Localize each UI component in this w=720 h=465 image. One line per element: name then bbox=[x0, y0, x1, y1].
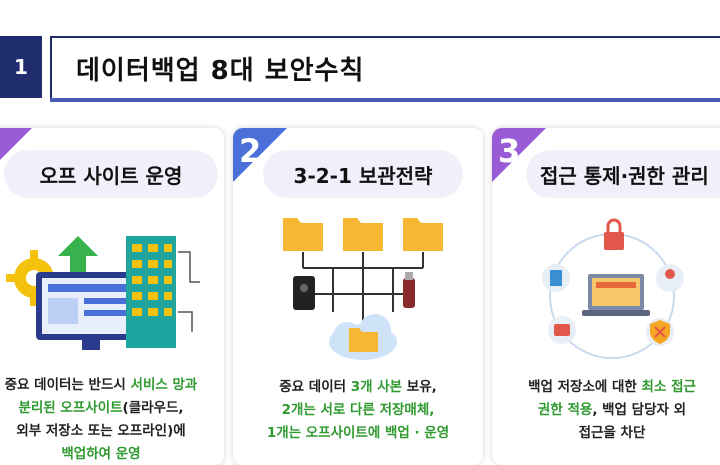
user-check-icon bbox=[656, 264, 684, 292]
desc-line: 접근을 차단 bbox=[578, 425, 646, 441]
desc-line: 외부 저장소 또는 오프라인)에 bbox=[16, 423, 186, 439]
card-access-control: 3 접근 통제·권한 관리 백 bbox=[492, 128, 720, 465]
desc-line: 중요 데이터 3개 사본 보유, bbox=[279, 379, 437, 395]
offsite-illustration bbox=[6, 236, 200, 350]
monitor-icon bbox=[36, 272, 146, 350]
card-description: 중요 데이터 3개 사본 보유, 2개는 서로 다른 저장매체, 1개는 오프사… bbox=[233, 376, 483, 445]
desc-line: 2개는 서로 다른 저장매체, bbox=[281, 402, 435, 418]
card-title: 3-2-1 보관전략 bbox=[263, 150, 463, 198]
upload-arrow-icon bbox=[58, 236, 98, 272]
card-title: 오프 사이트 운영 bbox=[4, 150, 218, 198]
page-title: 데이터백업 8대 보안수칙 bbox=[76, 56, 365, 86]
badge-3 bbox=[492, 128, 546, 182]
folder-icon bbox=[283, 218, 443, 251]
desc-line: 백업 저장소에 대한 최소 접근 bbox=[528, 379, 696, 395]
title-underline bbox=[50, 98, 720, 102]
access-control-illustration bbox=[542, 218, 684, 359]
database-icon bbox=[548, 316, 576, 344]
desc-line: 중요 데이터는 반드시 서비스 망과 bbox=[4, 377, 198, 393]
card-description: 백업 저장소에 대한 최소 접근 권한 적용, 백업 담당자 외 접근을 차단 bbox=[492, 376, 720, 445]
usb-drive-icon bbox=[403, 272, 415, 308]
building-icon bbox=[126, 236, 176, 348]
section-title-box: 데이터백업 8대 보안수칙 bbox=[50, 36, 720, 100]
badge-2 bbox=[233, 128, 287, 182]
lock-icon bbox=[604, 218, 624, 250]
card-offsite: 오프 사이트 운영 bbox=[0, 128, 224, 465]
card-321-strategy: 2 3-2-1 보관전략 bbox=[233, 128, 483, 465]
hard-drive-icon bbox=[293, 276, 315, 310]
laptop-icon bbox=[582, 274, 650, 316]
card-title: 접근 통제·권한 관리 bbox=[526, 150, 720, 198]
desc-line: 백업하여 운영 bbox=[61, 446, 141, 462]
section-header: 1 데이터백업 8대 보안수칙 bbox=[0, 36, 720, 102]
badge-number: 3 bbox=[498, 132, 521, 170]
desc-line: 1개는 오프사이트에 백업 · 운영 bbox=[266, 425, 450, 441]
desc-line: 권한 적용, 백업 담당자 외 bbox=[537, 402, 687, 418]
card-description: 중요 데이터는 반드시 서비스 망과 분리된 오프사이트(클라우드, 외부 저장… bbox=[0, 374, 224, 465]
shield-blocked-icon bbox=[646, 318, 674, 346]
badge-1 bbox=[0, 128, 32, 160]
section-number: 1 bbox=[0, 36, 42, 98]
desc-line: 분리된 오프사이트(클라우드, bbox=[18, 400, 184, 416]
badge-number: 2 bbox=[239, 132, 262, 170]
backup-321-illustration bbox=[283, 218, 443, 360]
cloud-icon bbox=[329, 314, 397, 360]
document-icon bbox=[542, 264, 570, 292]
